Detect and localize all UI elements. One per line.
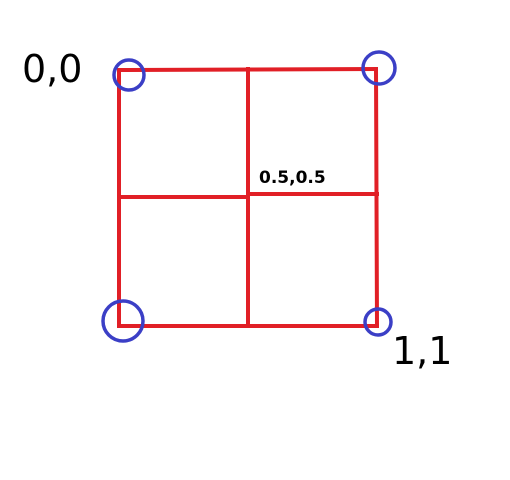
origin-label: 0,0	[22, 47, 82, 91]
corner-markers	[101, 50, 397, 343]
red-grid	[116, 66, 380, 329]
top-right-corner-circle	[361, 50, 397, 86]
grid-right-edge	[373, 66, 380, 329]
corner-label: 1,1	[392, 329, 452, 373]
bottom-right-corner-circle	[363, 307, 393, 337]
bottom-left-corner-circle	[101, 299, 145, 343]
top-left-corner-circle	[112, 58, 146, 92]
center-label: 0.5,0.5	[259, 168, 326, 188]
